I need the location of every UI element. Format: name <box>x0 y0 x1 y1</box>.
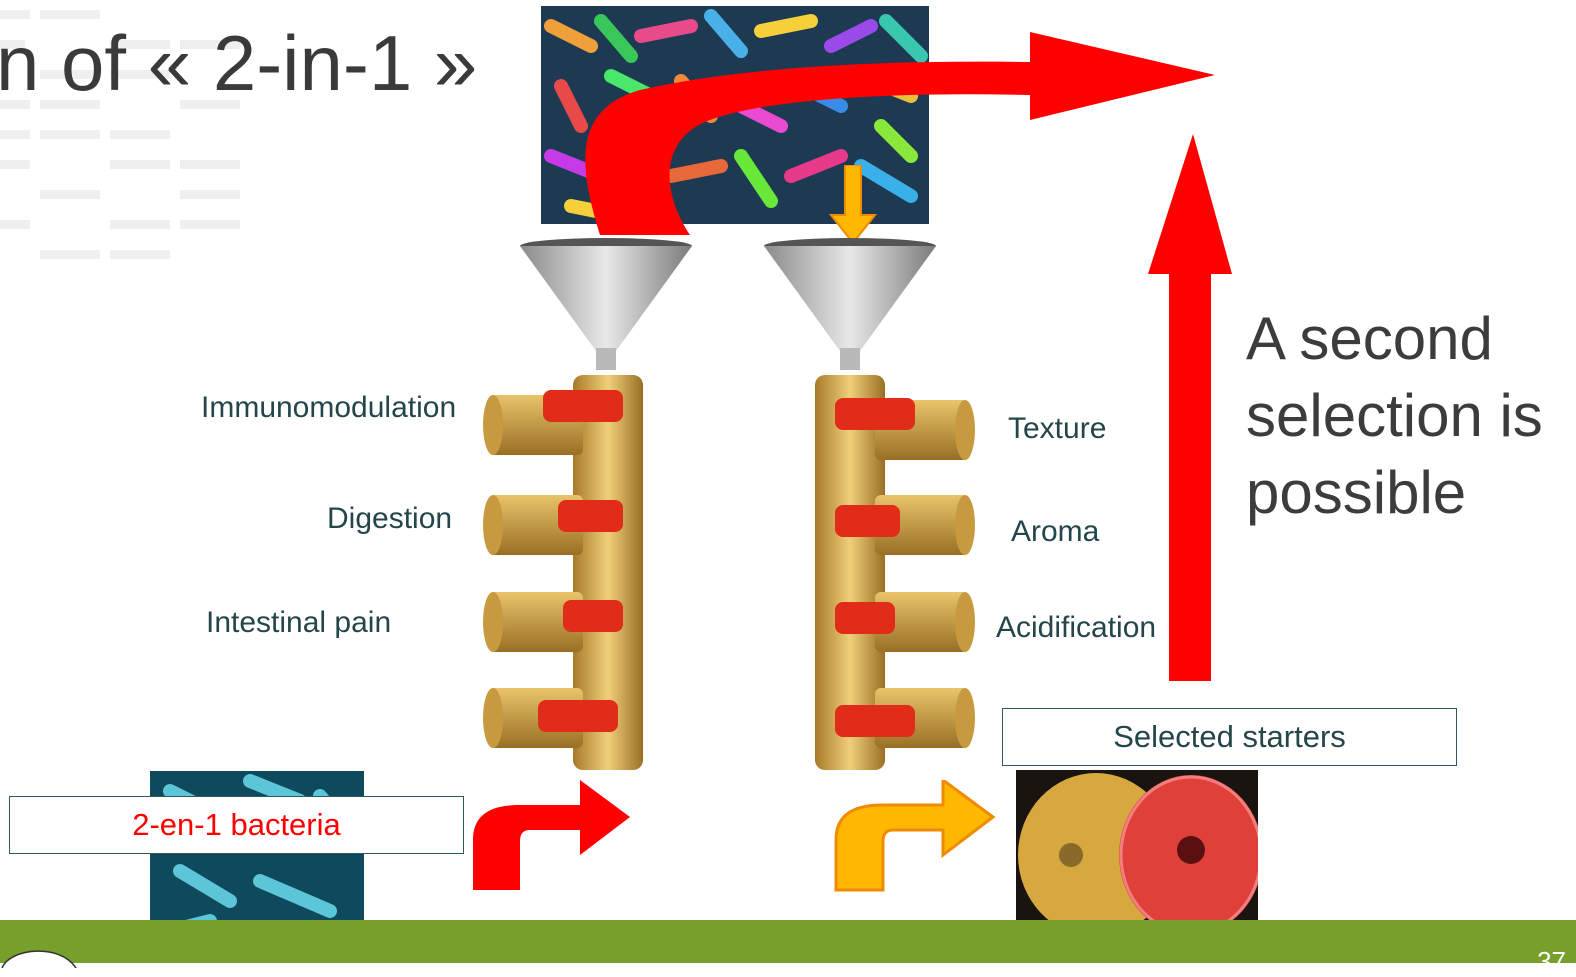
label-aroma: Aroma <box>1011 515 1099 549</box>
label-intestinal-pain: Intestinal pain <box>206 606 391 640</box>
page-number: 37 <box>1537 946 1566 977</box>
label-acidification: Acidification <box>996 611 1156 645</box>
orange-down-arrow-icon <box>828 165 878 245</box>
funnel-icon <box>760 236 940 376</box>
red-up-arrow-icon <box>1148 134 1238 684</box>
label-immunomodulation: Immunomodulation <box>201 391 456 425</box>
selected-starters-box: Selected starters <box>1002 708 1457 766</box>
second-selection-text: A second selection is possible <box>1246 300 1543 531</box>
footer-bar <box>0 920 1576 963</box>
bacteria-box: 2-en-1 bacteria <box>9 796 464 854</box>
label-texture: Texture <box>1008 412 1106 446</box>
second-selection-line-3: possible <box>1246 454 1543 531</box>
slide-title: n of « 2-in-1 » <box>0 18 477 109</box>
label-digestion: Digestion <box>327 502 452 536</box>
manifold-icon <box>805 370 985 780</box>
curved-arrow-icon <box>470 780 635 895</box>
funnel-icon <box>516 236 696 376</box>
second-selection-line-2: selection is <box>1246 377 1543 454</box>
curved-arrow-icon <box>833 780 998 895</box>
second-selection-line-1: A second <box>1246 300 1543 377</box>
logo-icon <box>0 938 80 968</box>
manifold-icon <box>478 370 658 780</box>
